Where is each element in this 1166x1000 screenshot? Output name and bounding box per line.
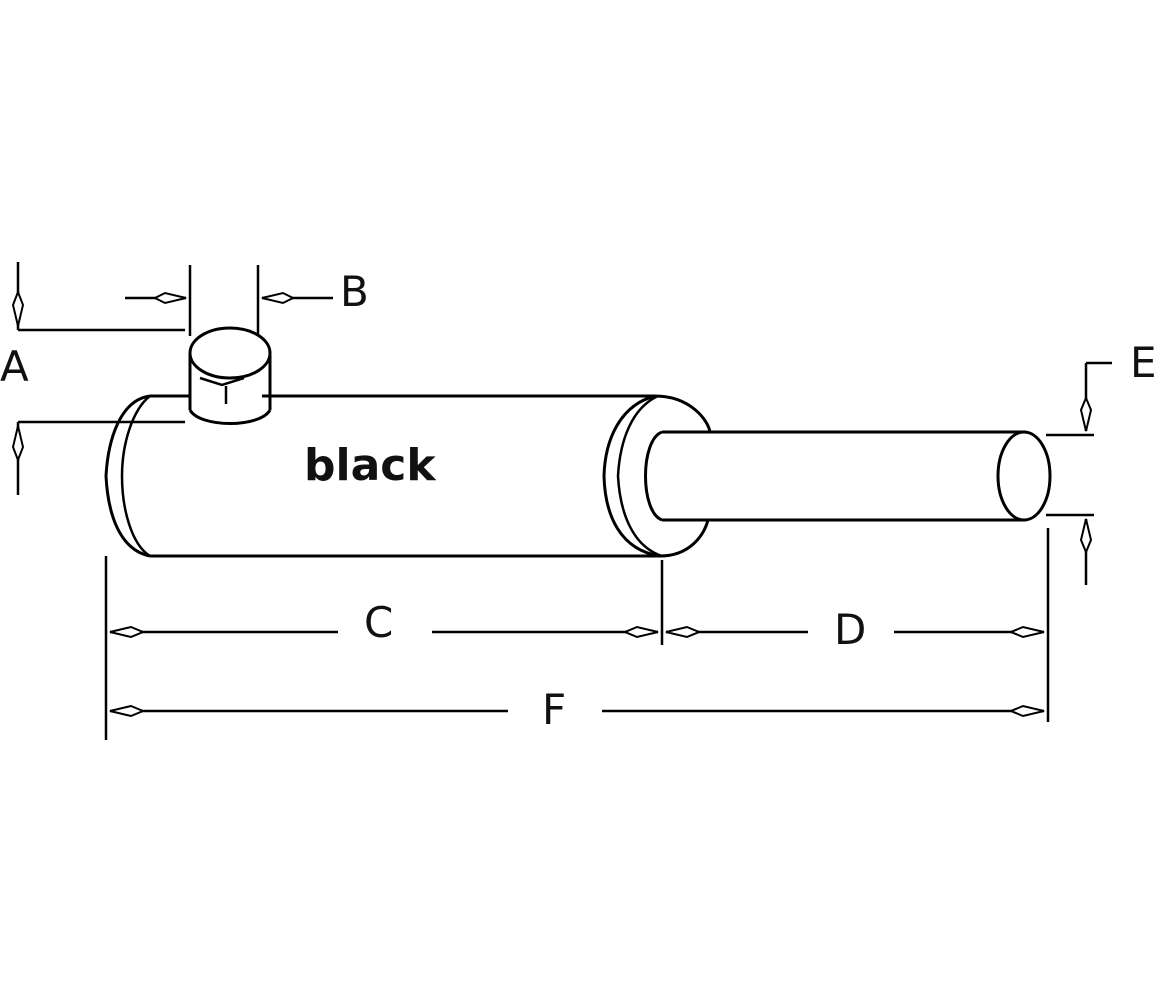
dimension-e-label: E [1130,338,1157,387]
dimension-d [665,625,1045,639]
dimension-c-label: C [364,598,393,647]
dimension-f [109,704,1045,718]
muffler-body [104,394,712,558]
body-label: black [304,440,437,491]
inlet-stub [188,326,272,425]
dimension-b [125,265,333,336]
dimension-c [109,625,659,639]
dimension-a-label: A [0,342,29,391]
dimension-e [1046,361,1112,585]
outlet-pipe [644,430,1052,522]
dimension-a [11,262,185,495]
dimension-d-label: D [834,605,866,654]
dimension-b-label: B [340,267,369,316]
dimension-f-label: F [542,685,566,734]
extension-lines [104,528,1050,740]
